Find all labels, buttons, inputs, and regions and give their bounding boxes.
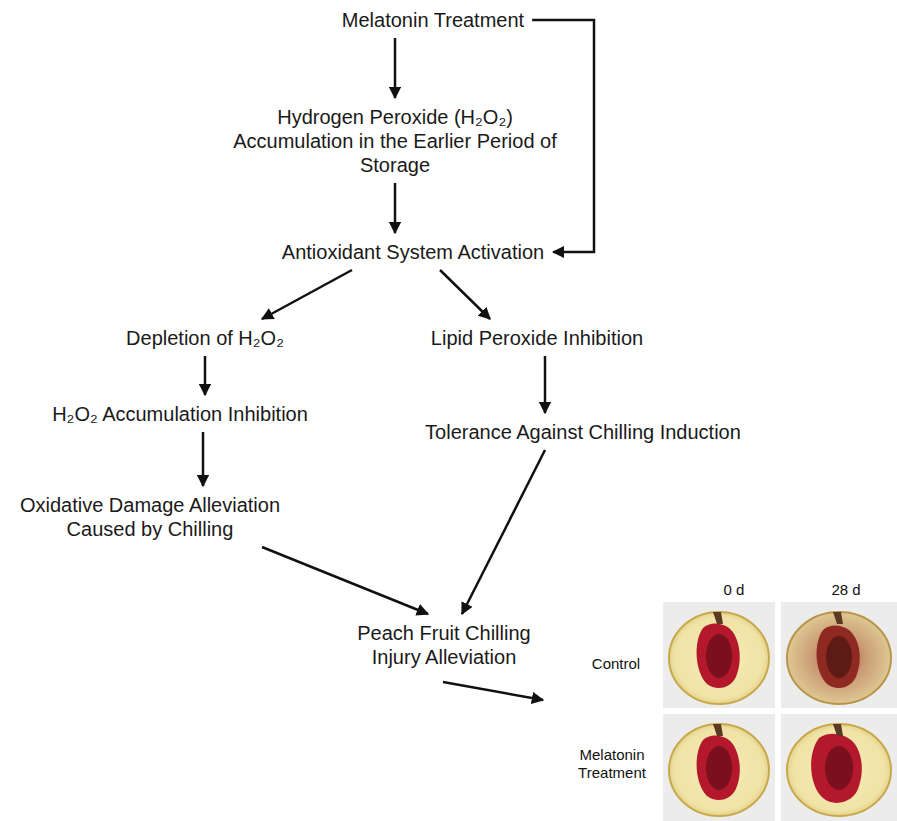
step-text: Antioxidant System Activation xyxy=(282,240,544,264)
peach-pit-red xyxy=(817,626,860,689)
flow-arrow xyxy=(462,450,545,614)
peach-stem xyxy=(833,724,843,736)
flow-arrow xyxy=(440,270,490,319)
flow-step: Melatonin Treatment xyxy=(338,6,528,34)
peach-flesh xyxy=(669,724,769,816)
flow-arrow xyxy=(262,547,428,614)
photo-melatonin-28d xyxy=(781,714,897,821)
flow-step: H₂O₂ Accumulation Inhibition xyxy=(48,400,312,428)
photo-label: 28 d xyxy=(831,581,860,599)
flow-arrow xyxy=(394,183,397,233)
flow-arrow xyxy=(204,356,207,395)
peach-pit xyxy=(706,746,732,790)
flow-step: Hydrogen Peroxide (H₂O₂) Accumulation in… xyxy=(213,103,578,179)
photo-ground xyxy=(663,714,775,821)
photo-label: Melatonin Treatment xyxy=(566,746,658,782)
flow-step: Lipid Peroxide Inhibition xyxy=(427,324,647,352)
peach-pit xyxy=(826,636,852,678)
peach-stem xyxy=(713,612,723,624)
flow-step: Tolerance Against Chilling Induction xyxy=(421,418,745,446)
peach-pit-red xyxy=(811,734,862,803)
peach-flesh xyxy=(787,724,891,816)
flow-step: Peach Fruit Chilling Injury Alleviation xyxy=(329,619,559,671)
peach-pit xyxy=(706,634,732,678)
photo-label: Control xyxy=(592,655,640,673)
peach-pit-red xyxy=(697,736,740,801)
peach-stem xyxy=(833,612,843,624)
step-text: Depletion of H₂O₂ xyxy=(126,326,284,350)
photo-control-0d xyxy=(663,602,775,708)
step-text: Hydrogen Peroxide (H₂O₂) Accumulation in… xyxy=(217,105,574,177)
peach-pit xyxy=(825,746,853,790)
step-text: Melatonin Treatment xyxy=(342,8,524,32)
step-text: Oxidative Damage Alleviation Caused by C… xyxy=(14,493,286,541)
flow-arrow xyxy=(202,432,205,486)
photo-control-28d xyxy=(781,602,897,708)
flow-arrow xyxy=(262,270,352,319)
result-arrow xyxy=(443,682,543,700)
peach-stem xyxy=(713,724,723,736)
peach-flesh xyxy=(669,612,769,704)
flow-step: Antioxidant System Activation xyxy=(278,238,548,266)
peach-flesh xyxy=(787,612,891,704)
photo-label: 0 d xyxy=(724,581,745,599)
flow-arrow xyxy=(544,356,547,413)
photo-ground xyxy=(663,602,775,708)
step-text: H₂O₂ Accumulation Inhibition xyxy=(52,402,308,426)
photo-ground xyxy=(781,714,897,821)
flow-step: Depletion of H₂O₂ xyxy=(122,324,288,352)
step-text: Lipid Peroxide Inhibition xyxy=(431,326,643,350)
flow-arrow xyxy=(394,38,397,98)
step-text: Peach Fruit Chilling Injury Alleviation xyxy=(333,621,555,669)
photo-melatonin-0d xyxy=(663,714,775,821)
peach-pit-red xyxy=(697,624,740,689)
step-text: Tolerance Against Chilling Induction xyxy=(425,420,741,444)
flow-step: Oxidative Damage Alleviation Caused by C… xyxy=(10,491,290,543)
photo-ground xyxy=(781,602,897,708)
